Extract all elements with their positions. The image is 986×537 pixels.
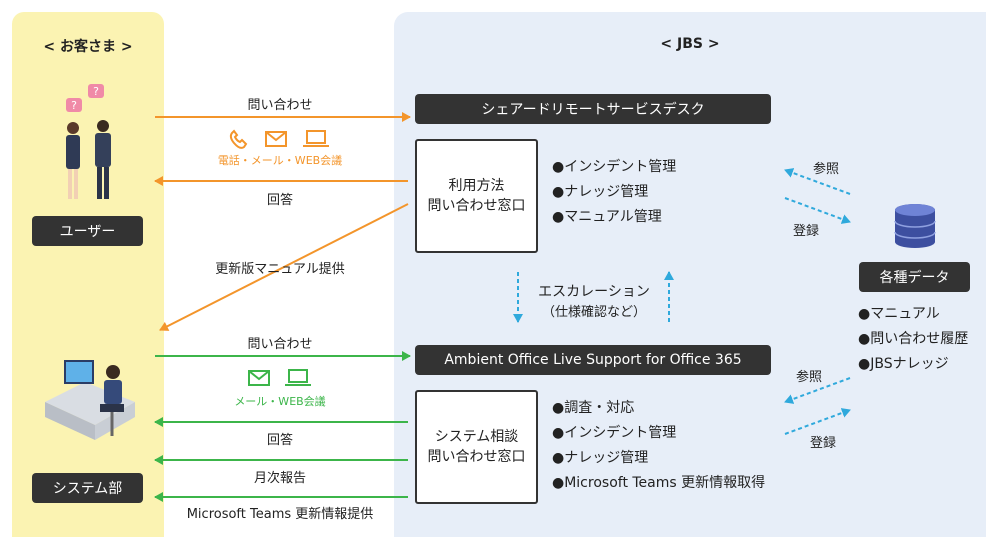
channels-bottom-label: メール・WEB会議 (234, 395, 326, 408)
inquiry-top-label: 問い合わせ (247, 98, 313, 113)
list-item: ●調査・対応 (552, 400, 635, 416)
list-item: ●ナレッジ管理 (552, 184, 649, 200)
jbs-panel-title: < JBS > (660, 36, 720, 52)
system-dept-label: システム部 (32, 473, 143, 503)
user-label: ユーザー (32, 216, 143, 246)
list-item: ●マニュアル (858, 306, 940, 322)
arrow-manual-update (159, 203, 409, 331)
svg-text:?: ? (71, 99, 77, 112)
inquiry-bottom-label: 問い合わせ (247, 337, 313, 352)
office-illustration (45, 360, 135, 440)
list-item: ●Microsoft Teams 更新情報取得 (552, 475, 766, 491)
manual-update-label: 更新版マニュアル提供 (215, 262, 345, 277)
ambient-window: システム相談 問い合わせ窓口 (415, 390, 538, 504)
arrow-ref-top (784, 168, 851, 195)
share-desk-title: シェアードリモートサービスデスク (415, 94, 771, 124)
people-illustration: ? ? (66, 84, 111, 199)
list-item: ●ナレッジ管理 (552, 450, 649, 466)
phone-icon (229, 129, 248, 149)
answer-top-label: 回答 (266, 193, 293, 208)
ambient-window-text: システム相談 問い合わせ窓口 (427, 429, 526, 465)
list-item: ●問い合わせ履歴 (858, 331, 969, 347)
arrow-reg-bottom (784, 408, 851, 435)
data-store-title: 各種データ (859, 262, 970, 292)
svg-text:?: ? (93, 85, 99, 98)
escalation-sub-label: （仕様確認など） (541, 305, 646, 320)
list-item: ●JBSナレッジ (858, 356, 949, 372)
customer-panel-title: < お客さま > (43, 39, 133, 55)
reg-top-label: 登録 (793, 224, 820, 239)
list-item: ●インシデント管理 (552, 425, 677, 441)
database-icon (894, 204, 936, 248)
list-item: ●マニュアル管理 (552, 209, 662, 225)
mail-icon (265, 131, 287, 147)
ambient-title: Ambient Office Live Support for Office 3… (415, 345, 771, 375)
arrow-ref-bottom (784, 377, 851, 404)
monthly-report-label: 月次報告 (253, 471, 306, 486)
arrow-reg-top (784, 197, 851, 224)
ambient-bullets: ●調査・対応 ●インシデント管理 ●ナレッジ管理 ●Microsoft Team… (552, 396, 765, 496)
teams-update-label: Microsoft Teams 更新情報提供 (186, 507, 374, 522)
list-item: ●インシデント管理 (552, 159, 677, 175)
answer-bottom-label: 回答 (266, 433, 293, 448)
channels-top-label: 電話・メール・WEB会議 (217, 154, 343, 167)
ref-bottom-label: 参照 (796, 370, 823, 385)
escalation-label: エスカレーション (538, 284, 650, 300)
share-desk-bullets: ●インシデント管理 ●ナレッジ管理 ●マニュアル管理 (552, 155, 676, 230)
data-store-items: ●マニュアル ●問い合わせ履歴 ●JBSナレッジ (858, 302, 968, 377)
share-desk-window: 利用方法 問い合わせ窓口 (415, 139, 538, 253)
ref-top-label: 参照 (813, 162, 840, 177)
laptop-icon (303, 130, 329, 147)
laptop-icon (285, 369, 311, 386)
reg-bottom-label: 登録 (810, 436, 837, 451)
customer-panel (12, 12, 164, 537)
share-desk-window-text: 利用方法 問い合わせ窓口 (427, 178, 526, 214)
mail-icon (248, 370, 270, 386)
